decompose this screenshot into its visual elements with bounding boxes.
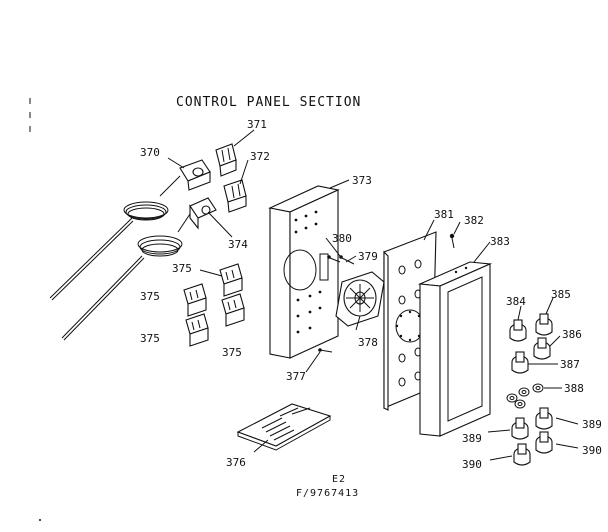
part-382-screw (449, 233, 455, 249)
part-388-washer (506, 383, 544, 409)
footer-line-2: F/9767413 (296, 488, 359, 499)
callout-373: 373 (352, 174, 372, 187)
callout-371: 371 (247, 118, 267, 131)
part-384-knob (509, 319, 527, 342)
part-385-knob (535, 313, 553, 336)
part-378-clock-timer (335, 271, 385, 327)
callout-388: 388 (564, 382, 584, 395)
part-389-knob (511, 417, 529, 440)
callout-377: 377 (286, 370, 306, 383)
callout-389: 389 (582, 418, 602, 431)
callout-382: 382 (464, 214, 484, 227)
callout-387: 387 (560, 358, 580, 371)
part-377-screw (318, 348, 333, 353)
footer-line-1: E2 (332, 474, 346, 485)
callout-375: 375 (140, 332, 160, 345)
callout-375: 375 (222, 346, 242, 359)
callout-376: 376 (226, 456, 246, 469)
callout-380: 380 (332, 232, 352, 245)
part-390-knob (513, 443, 531, 466)
callout-375: 375 (140, 290, 160, 303)
callout-385: 385 (551, 288, 571, 301)
callout-375: 375 (172, 262, 192, 275)
callout-390: 390 (462, 458, 482, 471)
callout-372: 372 (250, 150, 270, 163)
part-372-switch (223, 179, 247, 213)
callout-383: 383 (490, 235, 510, 248)
callout-389: 389 (462, 432, 482, 445)
callout-386: 386 (562, 328, 582, 341)
part-375-switch (183, 283, 207, 317)
callout-370: 370 (140, 146, 160, 159)
callout-390: 390 (582, 444, 602, 457)
part-370-thermostat (49, 159, 211, 301)
callout-378: 378 (358, 336, 378, 349)
part-379-screw (339, 255, 355, 265)
part-376-circuit-board (236, 403, 332, 451)
part-371-switch (215, 143, 237, 177)
corner-mark (39, 519, 41, 521)
part-374-thermostat (61, 197, 217, 341)
callout-labels: 370 371 372 373 374 375 375 375 375 376 … (140, 118, 602, 471)
leader-lines (167, 129, 579, 461)
callout-381: 381 (434, 208, 454, 221)
callout-384: 384 (506, 295, 526, 308)
callout-379: 379 (358, 250, 378, 263)
callout-374: 374 (228, 238, 248, 251)
part-390-knob (535, 431, 553, 454)
part-375-switch (221, 293, 245, 327)
part-383-trim-frame (417, 261, 493, 437)
part-375-switch (219, 263, 243, 297)
part-387-knob (511, 351, 529, 374)
part-380-screw (327, 255, 341, 263)
part-389-knob (535, 407, 553, 430)
part-386-knob (533, 337, 551, 360)
diagram-title: CONTROL PANEL SECTION (176, 95, 361, 110)
part-375-switch (185, 313, 209, 347)
part-373-control-panel (268, 185, 340, 359)
